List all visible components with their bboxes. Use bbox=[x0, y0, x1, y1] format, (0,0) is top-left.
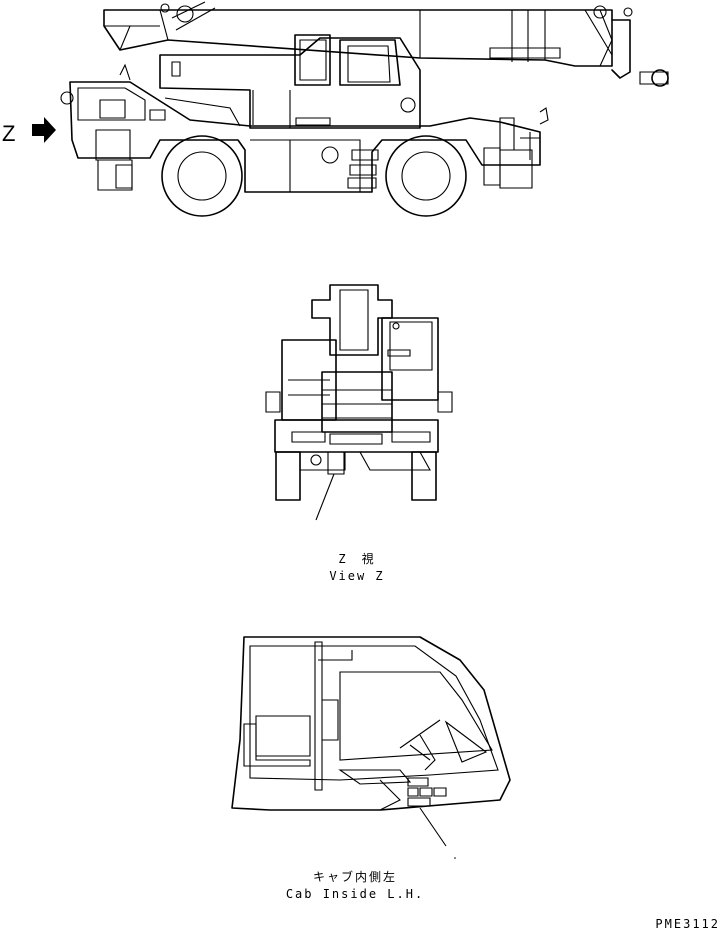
leader-line-front bbox=[315, 473, 335, 521]
leader-line-cab bbox=[419, 807, 447, 847]
front-right-tyre bbox=[411, 451, 437, 501]
label-plate-2 bbox=[407, 787, 447, 797]
steering-wheel bbox=[399, 719, 441, 771]
front-left-tyre bbox=[275, 451, 301, 501]
cab-seat bbox=[255, 715, 311, 757]
crane-side-view: Z bbox=[2, 1, 669, 217]
crane-carrier bbox=[60, 63, 549, 193]
cab-interior-view: キャブ内側左 Cab Inside L.H. bbox=[231, 636, 511, 901]
crane-boom bbox=[103, 1, 669, 87]
drawing-code: PME3112 bbox=[655, 917, 720, 931]
boom-head bbox=[311, 284, 393, 356]
crane-superstructure bbox=[159, 34, 421, 129]
cab-view-caption-en: Cab Inside L.H. bbox=[286, 887, 424, 901]
view-direction-arrow-icon bbox=[32, 117, 56, 143]
label-location-front bbox=[327, 451, 345, 475]
front-wheel bbox=[161, 135, 243, 217]
front-view-caption-jp: Z 視 bbox=[338, 551, 375, 566]
cab-window bbox=[339, 671, 493, 761]
cab-outline bbox=[231, 636, 511, 811]
label-plate-1 bbox=[407, 777, 429, 787]
crane-front-view: Z 視 View Z bbox=[265, 284, 453, 583]
view-marker-letter: Z bbox=[2, 121, 15, 146]
cab-view-caption-jp: キャブ内側左 bbox=[313, 869, 397, 884]
label-plate-3 bbox=[407, 797, 431, 807]
rear-wheel bbox=[385, 135, 467, 217]
front-view-caption-en: View Z bbox=[329, 569, 384, 583]
